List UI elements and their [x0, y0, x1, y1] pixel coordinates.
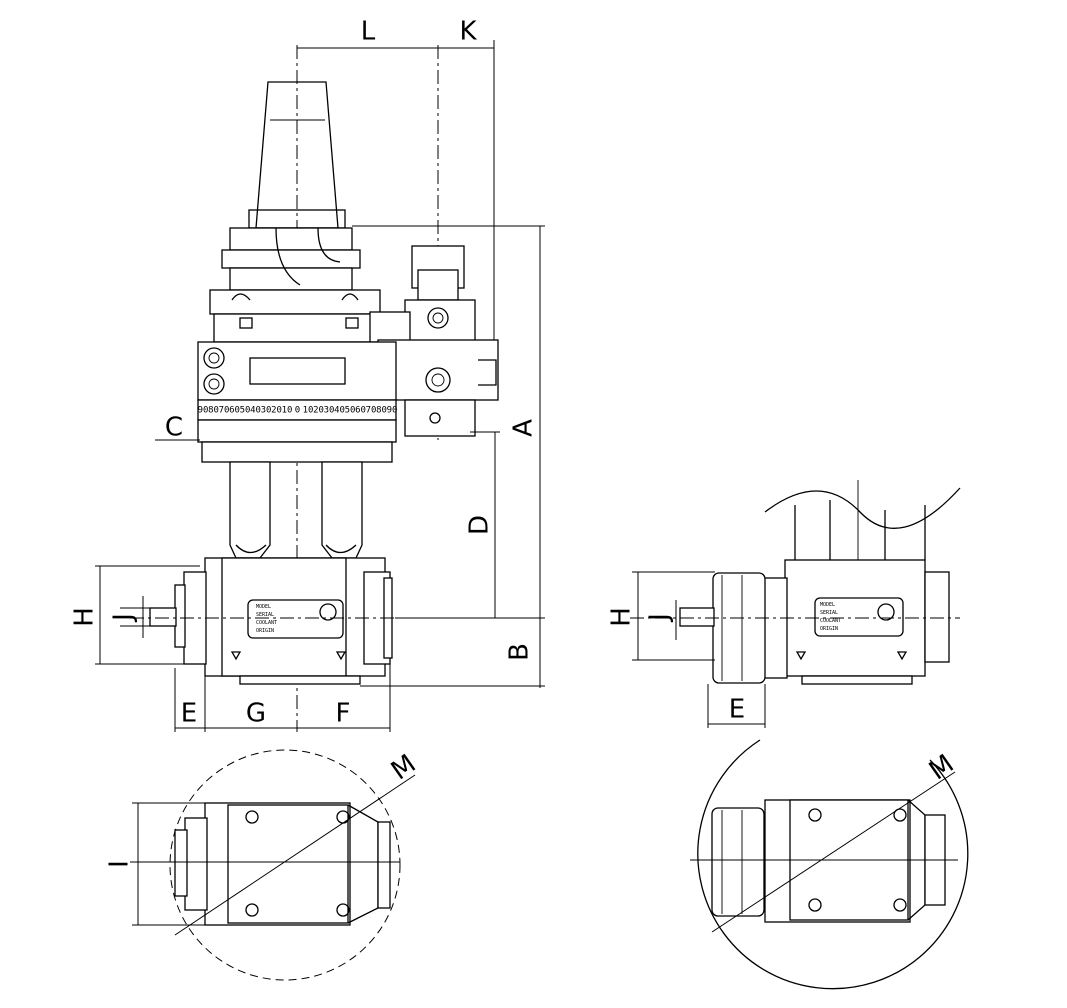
side-view: MODEL SERIAL COOLANT ORIGIN	[630, 480, 961, 728]
scale-tick-label: 70	[366, 406, 377, 416]
side-label-M: M	[924, 749, 960, 786]
label-C: C	[165, 413, 183, 443]
label-L: L	[361, 17, 376, 47]
label-D: D	[465, 515, 495, 535]
svg-text:COOLANT: COOLANT	[256, 620, 277, 626]
scale-tick-label: 50	[345, 406, 356, 416]
label-B: B	[505, 643, 535, 661]
svg-text:SERIAL: SERIAL	[256, 612, 274, 618]
label-M: M	[386, 749, 422, 786]
dimensions	[95, 40, 545, 732]
scale-tick-label: 30	[324, 406, 335, 416]
scale-tick-label: 50	[240, 406, 251, 416]
label-A: A	[509, 419, 539, 437]
scale-tick-label: 60	[355, 406, 366, 416]
scale-tick-label: 70	[219, 406, 230, 416]
top-view-left	[130, 749, 416, 981]
scale-tick-label: 90	[387, 406, 398, 416]
side-label-J: J	[645, 613, 675, 623]
scale-tick-label: 80	[376, 406, 387, 416]
scale-tick-label: 80	[208, 406, 219, 416]
scale-tick-label: 20	[313, 406, 324, 416]
label-G: G	[246, 699, 266, 729]
svg-text:MODEL: MODEL	[256, 604, 271, 610]
svg-text:ORIGIN: ORIGIN	[820, 626, 838, 632]
scale-tick-label: 10	[303, 406, 314, 416]
svg-text:COOLANT: COOLANT	[820, 618, 841, 624]
side-label-H: H	[607, 607, 637, 627]
svg-text:MODEL: MODEL	[820, 602, 835, 608]
label-E: E	[181, 699, 197, 729]
label-I: I	[105, 860, 135, 868]
scale-tick-label: 20	[271, 406, 282, 416]
scale-tick-label: 90	[198, 406, 209, 416]
svg-text:SERIAL: SERIAL	[820, 610, 838, 616]
svg-text:ORIGIN: ORIGIN	[256, 628, 274, 634]
scale-tick-label: 60	[229, 406, 240, 416]
top-view-right	[690, 739, 969, 990]
label-K: K	[459, 17, 477, 47]
label-H: H	[70, 607, 100, 627]
label-F: F	[336, 699, 351, 729]
scale-tick-label: 10	[282, 406, 293, 416]
scale-tick-label: 40	[334, 406, 345, 416]
label-J: J	[109, 613, 139, 623]
side-label-E: E	[729, 695, 745, 725]
scale-tick-label: 0	[295, 406, 300, 416]
dimension-labels: L K A D B C H J E G F I M H J E M	[70, 17, 960, 868]
scale-tick-label: 40	[250, 406, 261, 416]
scale-tick-label: 30	[261, 406, 272, 416]
